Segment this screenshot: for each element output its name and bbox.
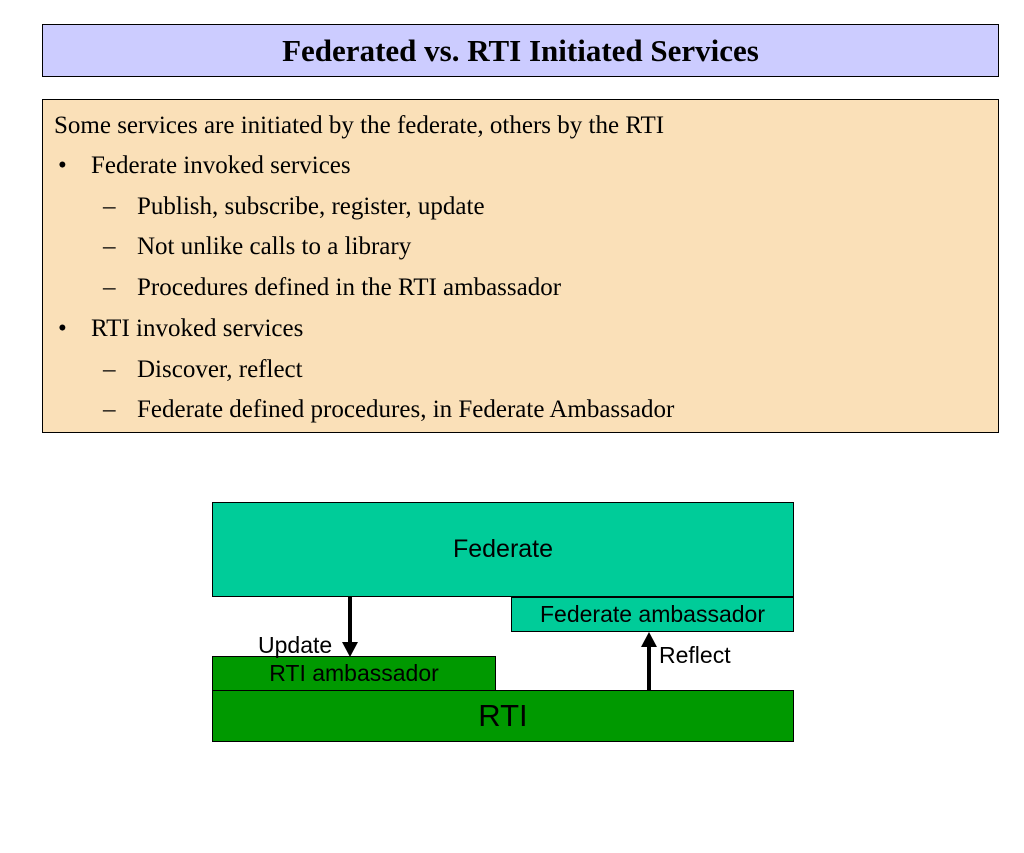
sub-item: Procedures defined in the RTI ambassador [137, 274, 562, 301]
bullet-dot: • [58, 315, 67, 342]
intro-text: Some services are initiated by the feder… [54, 112, 665, 139]
update-arrow-head [342, 642, 358, 657]
bullet-dot: • [58, 152, 67, 179]
federate-ambassador-block: Federate ambassador [511, 597, 794, 632]
sub-item: Discover, reflect [137, 356, 303, 383]
sub-dash: – [103, 274, 116, 301]
slide-title-text: Federated vs. RTI Initiated Services [282, 32, 759, 68]
bullet-federate-invoked: Federate invoked services [91, 152, 351, 179]
rti-ambassador-block: RTI ambassador [212, 656, 496, 691]
federate-block: Federate [212, 502, 794, 597]
sub-item: Federate defined procedures, in Federate… [137, 396, 675, 423]
rti-label: RTI [478, 698, 528, 733]
rti-ambassador-label: RTI ambassador [269, 660, 439, 686]
update-arrow-shaft [348, 597, 352, 645]
slide-title: Federated vs. RTI Initiated Services [42, 24, 999, 77]
sub-item: Not unlike calls to a library [137, 233, 412, 260]
reflect-arrow-head [641, 632, 657, 647]
content-box: Some services are initiated by the feder… [42, 99, 999, 433]
bullet-rti-invoked: RTI invoked services [91, 315, 304, 342]
reflect-arrow-shaft [647, 646, 651, 690]
sub-item: Publish, subscribe, register, update [137, 193, 485, 220]
sub-dash: – [103, 193, 116, 220]
federate-label: Federate [452, 535, 554, 563]
sub-dash: – [103, 396, 116, 423]
sub-dash: – [103, 233, 116, 260]
update-label: Update [258, 632, 333, 658]
sub-dash: – [103, 356, 116, 383]
reflect-label: Reflect [659, 642, 731, 668]
rti-block: RTI [212, 690, 794, 742]
federate-ambassador-label: Federate ambassador [539, 601, 765, 627]
